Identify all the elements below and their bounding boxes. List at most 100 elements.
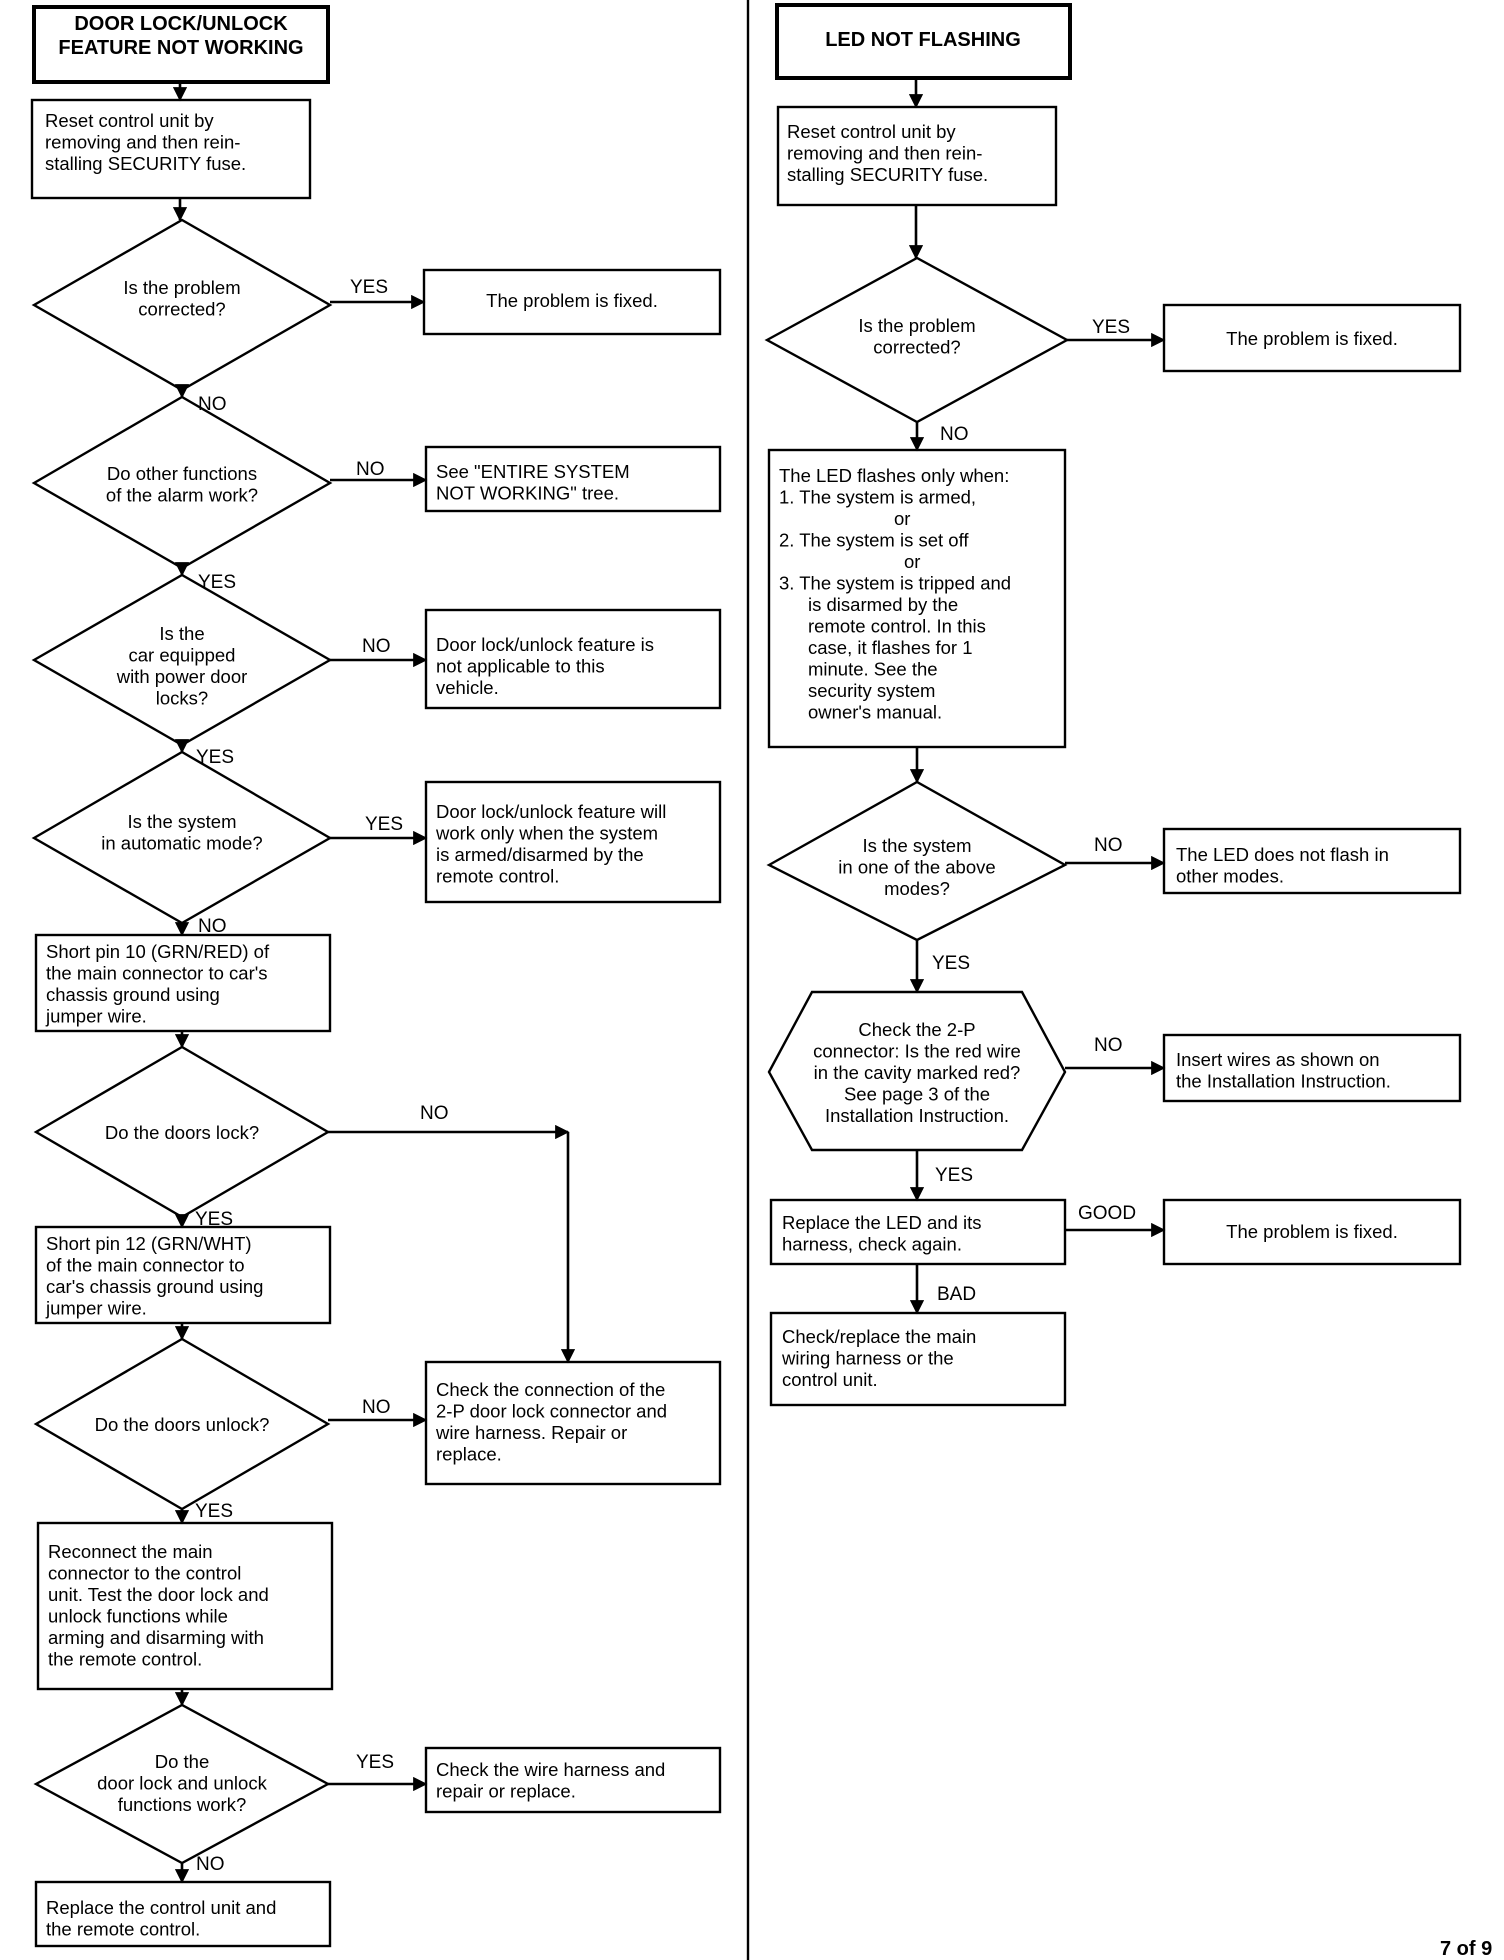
left-chart-reconnect-line: unit. Test the door lock and [48, 1584, 269, 1605]
right-chart-check-2p-line: Installation Instruction. [825, 1105, 1009, 1126]
right-reset-box [776, 105, 1058, 207]
left-chart-check-connection-line: Check the connection of the [436, 1379, 665, 1400]
right-chart-fixed-2-line: The problem is fixed. [1226, 1221, 1398, 1242]
edge-label-no: NO [198, 394, 227, 415]
edge-label-layer: YESNONOYESNOYESYESNONOYESNOYESYESNOYESNO… [195, 277, 1136, 1875]
right-chart-led-flashes-line: The LED flashes only when: [779, 465, 1009, 486]
left-chart-reconnect-line: arming and disarming with [48, 1627, 264, 1648]
right-chart-replace-led-line: Replace the LED and its [782, 1212, 982, 1233]
left-chart-q-doors-unlock-text: Do the doors unlock? [95, 1414, 270, 1435]
left-chart-short-pin-12-text: Short pin 12 (GRN/WHT)of the main connec… [45, 1233, 263, 1319]
left-chart-not-applicable-line: not applicable to this [436, 656, 605, 677]
edge-label-no: NO [420, 1103, 449, 1124]
left-chart-check-connection-line: wire harness. Repair or [435, 1422, 627, 1443]
left-short-pin-12-box [34, 1225, 332, 1325]
left-chart-reset-line: Reset control unit by [45, 110, 214, 131]
right-chart-reset-line: removing and then rein- [787, 143, 982, 164]
edge-label-yes: YES [195, 1209, 233, 1230]
right-chart-insert-wires-line: Insert wires as shown on [1176, 1049, 1380, 1070]
left-chart-q-doors-lock-text: Do the doors lock? [105, 1122, 259, 1143]
edge-label-no: NO [198, 916, 227, 937]
left-chart-q-power-locks-line: Is the [159, 623, 204, 644]
right-replace-led-box [769, 1198, 1067, 1266]
left-chart-fixed-1-line: The problem is fixed. [486, 290, 658, 311]
left-chart-q-lock-unlock-work-line: door lock and unlock [97, 1773, 267, 1794]
edge-label-yes: YES [196, 747, 234, 768]
right-chart-led-flashes-text: The LED flashes only when:1. The system … [779, 465, 1011, 723]
edge-label-no: NO [196, 1854, 225, 1875]
left-chart-armed-only-line: is armed/disarmed by the [436, 844, 644, 865]
right-chart-reset-line: stalling SECURITY fuse. [787, 164, 988, 185]
right-hex-check-2p [767, 990, 1067, 1152]
left-chart-short-pin-10-line: jumper wire. [45, 1006, 147, 1027]
left-chart-replace-control-line: the remote control. [46, 1919, 200, 1940]
right-chart-check-2p-line: in the cavity marked red? [814, 1062, 1021, 1083]
edge-label-yes: YES [935, 1165, 973, 1186]
left-flowchart [30, 5, 722, 1948]
left-chart-q-power-locks-line: car equipped [129, 645, 236, 666]
left-decision-doors-unlock [33, 1337, 331, 1511]
left-chart-q-power-locks-line: with power door [116, 666, 248, 687]
left-chart-q-power-locks-line: locks? [156, 688, 208, 709]
right-chart-led-flashes-line: 2. The system is set off [779, 530, 969, 551]
left-chart-title-line: DOOR LOCK/UNLOCK [74, 13, 288, 35]
left-decision-other-functions [31, 395, 333, 570]
left-chart-short-pin-12-line: car's chassis ground using [46, 1276, 263, 1297]
left-chart-short-pin-12-line: of the main connector to [46, 1255, 244, 1276]
edge-label-yes: YES [1092, 317, 1130, 338]
left-chart-reconnect-line: Reconnect the main [48, 1541, 213, 1562]
right-chart-led-flashes-line: minute. See the [808, 659, 938, 680]
left-chart-check-wire-harness-line: repair or replace. [436, 1781, 576, 1802]
left-chart-replace-control-line: Replace the control unit and [46, 1897, 276, 1918]
left-chart-q-lock-unlock-work-line: functions work? [118, 1794, 247, 1815]
edge-label-yes: YES [195, 1501, 233, 1522]
left-short-pin-10-box [34, 933, 332, 1033]
left-chart-title-line: FEATURE NOT WORKING [58, 37, 303, 59]
left-chart-q-lock-unlock-work-line: Do the [155, 1751, 210, 1772]
right-chart-q-modes-line: Is the system [863, 835, 972, 856]
left-chart-armed-only-line: work only when the system [435, 823, 658, 844]
left-chart-q-corrected-line: corrected? [138, 299, 225, 320]
right-connectors [908, 78, 1166, 1315]
right-chart-q-corrected-line: corrected? [873, 337, 960, 358]
left-check-connection-box [424, 1360, 722, 1486]
left-chart-armed-only-line: Door lock/unlock feature will [436, 801, 666, 822]
left-chart-reconnect-line: unlock functions while [48, 1606, 228, 1627]
right-chart-check-2p-line: connector: Is the red wire [813, 1041, 1021, 1062]
left-chart-armed-only-line: remote control. [436, 866, 559, 887]
right-chart-check-replace-line: Check/replace the main [782, 1326, 976, 1347]
page-number: 7 of 9 [1440, 1938, 1492, 1960]
right-not-flash-other-box [1162, 827, 1462, 895]
edge-label-yes: YES [350, 277, 388, 298]
left-fixed-box [422, 268, 722, 336]
edge-label-yes: YES [365, 814, 403, 835]
edge-label-yes: YES [356, 1752, 394, 1773]
left-chart-short-pin-12-line: Short pin 12 (GRN/WHT) [46, 1233, 252, 1254]
right-chart-led-flashes-line: or [894, 508, 910, 529]
left-chart-q-other-functions-line: of the alarm work? [106, 485, 258, 506]
left-chart-check-connection-line: replace. [436, 1444, 502, 1465]
left-chart-q-automatic-line: in automatic mode? [101, 833, 262, 854]
right-chart-insert-wires-line: the Installation Instruction. [1176, 1071, 1391, 1092]
left-chart-not-applicable-line: vehicle. [436, 677, 499, 698]
left-chart-reset-line: removing and then rein- [45, 132, 240, 153]
right-fixed-2-box [1162, 1198, 1462, 1266]
left-chart-short-pin-10-line: Short pin 10 (GRN/RED) of [46, 941, 270, 962]
left-decision-corrected [31, 218, 333, 392]
